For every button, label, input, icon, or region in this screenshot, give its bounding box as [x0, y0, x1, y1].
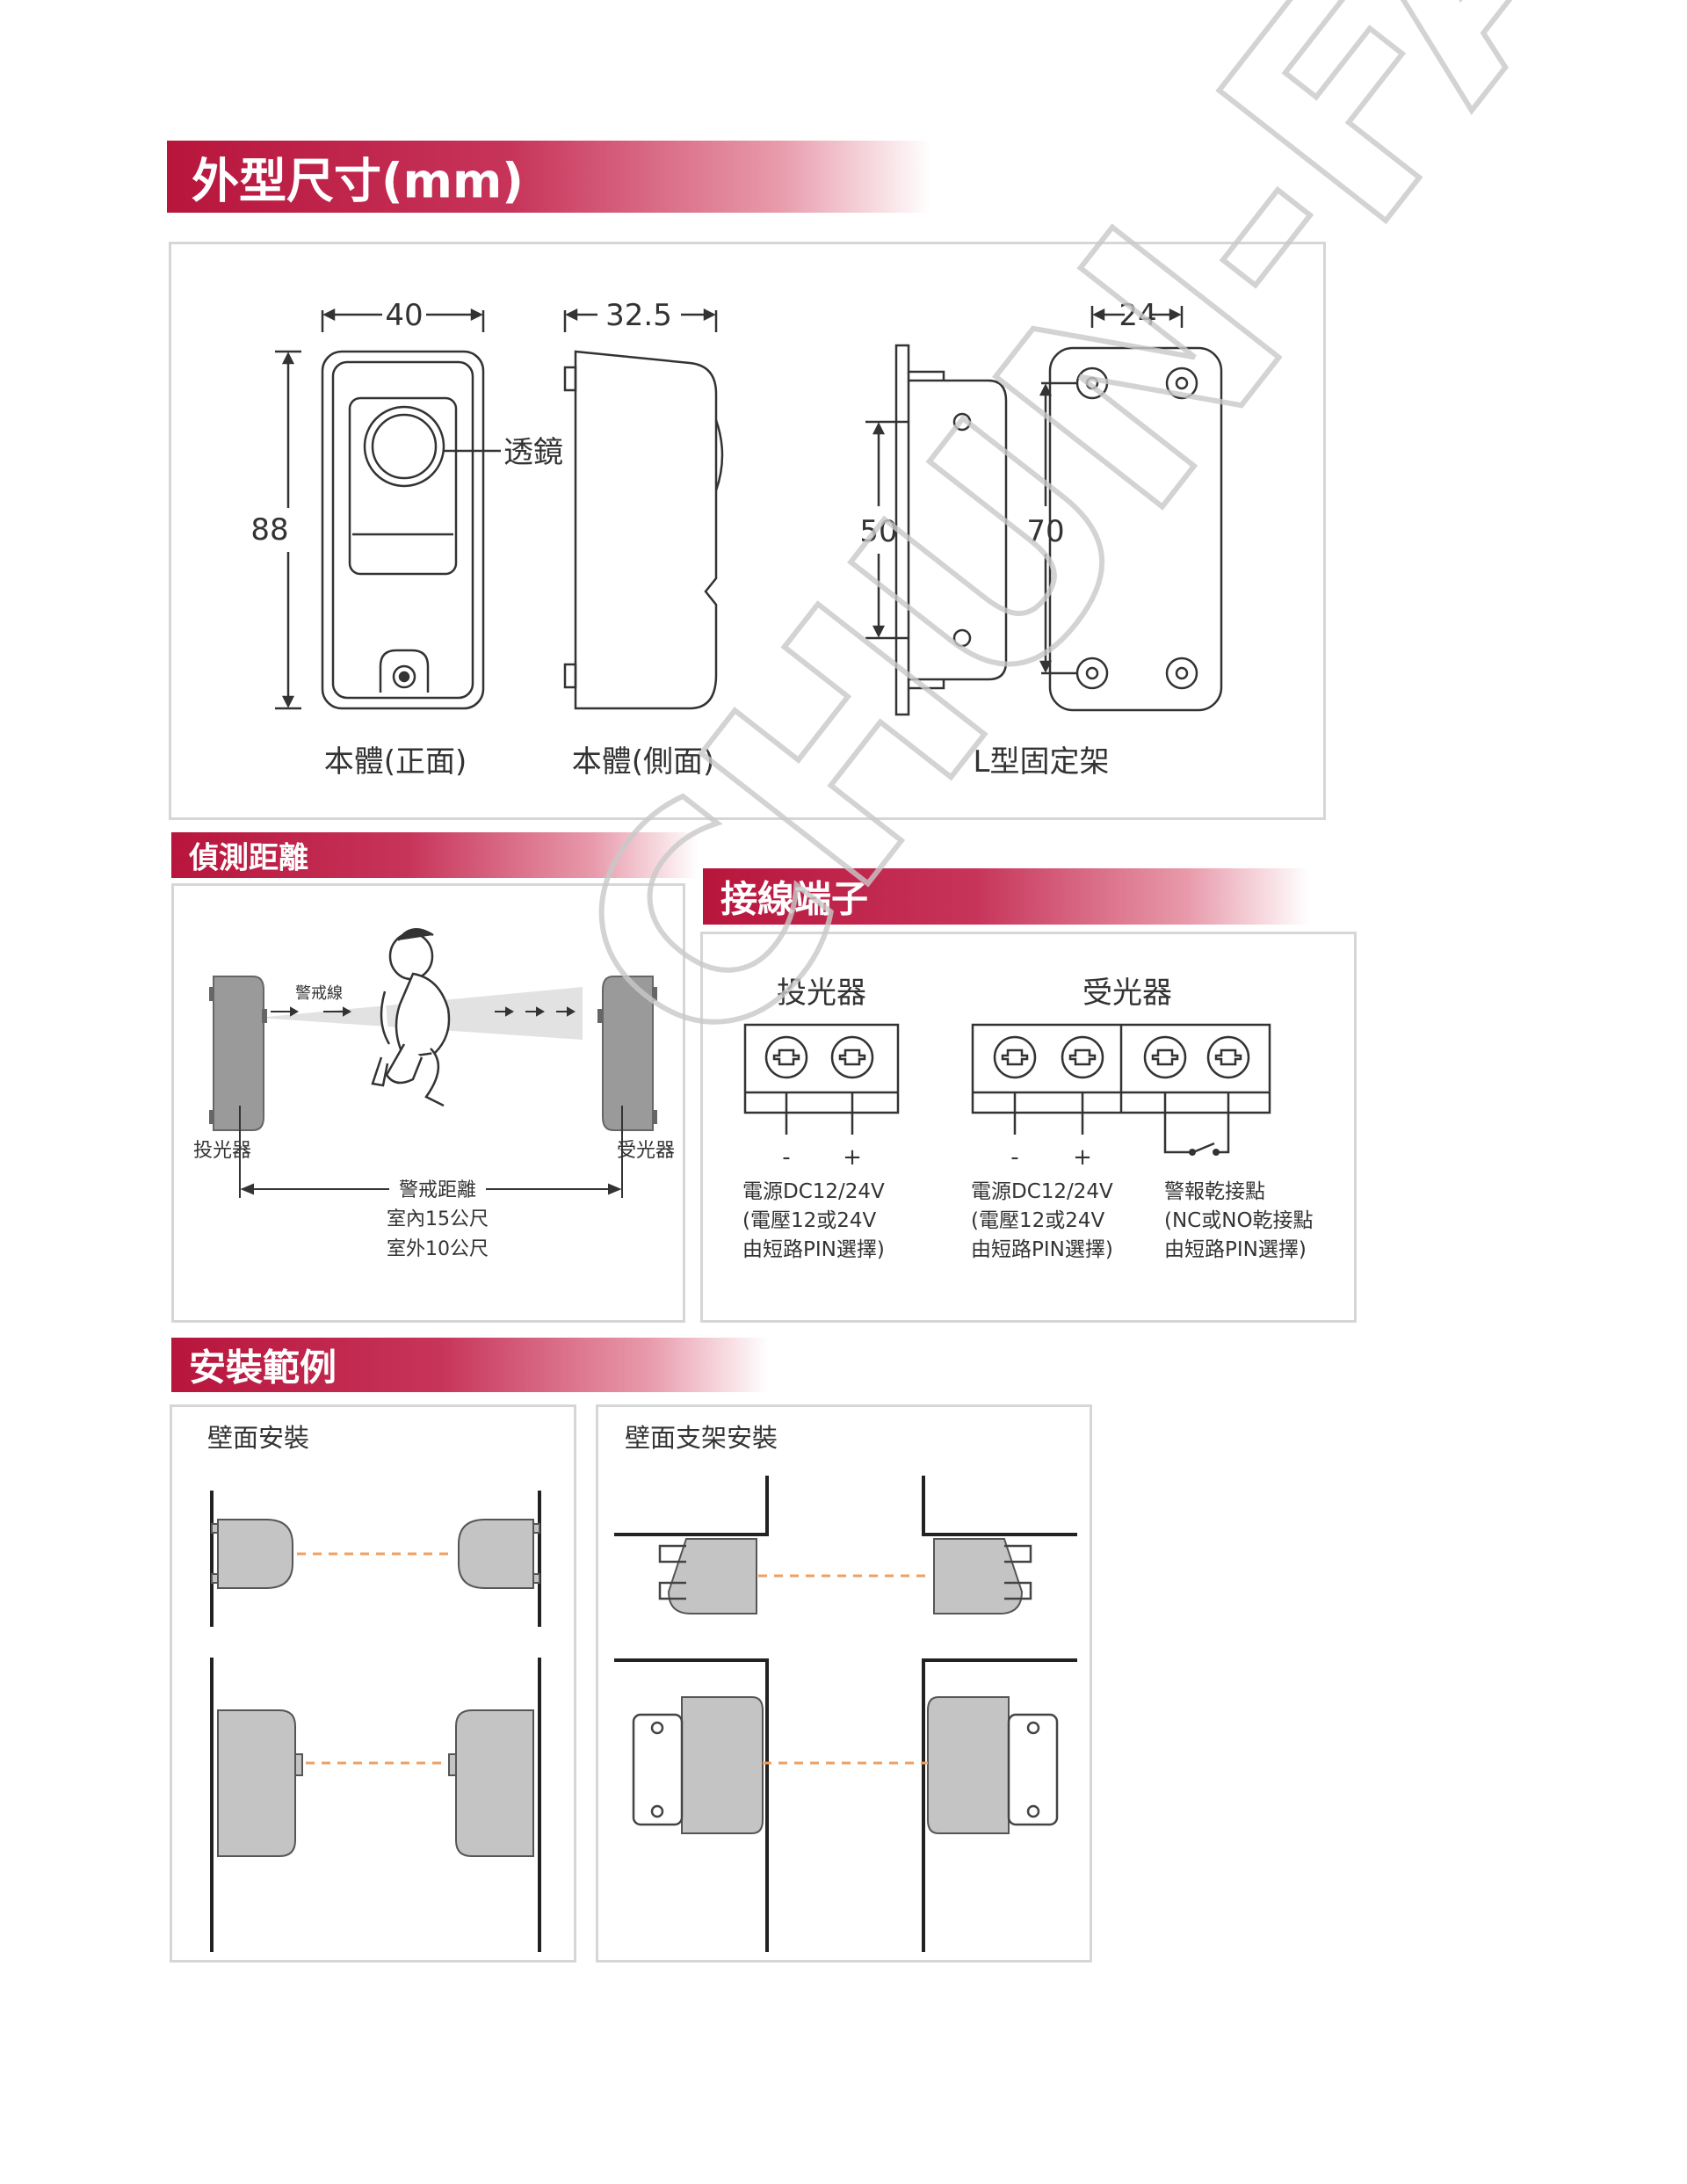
- receiver-power-1: 電源DC12/24V: [971, 1180, 1113, 1203]
- install-section-banner: 安裝範例: [171, 1338, 769, 1392]
- front-width-label: 40: [385, 298, 423, 333]
- terminals-panel: 投光器 受光器: [700, 932, 1357, 1323]
- dimensions-section-banner: 外型尺寸(mm): [167, 141, 931, 213]
- detection-section-title: 偵測距離: [189, 840, 308, 876]
- bracket-front-view: [1039, 306, 1223, 712]
- lens-label: 透鏡: [503, 435, 563, 470]
- wall-install-drawing: 壁面安裝: [207, 1423, 541, 1952]
- side-caption: 本體(側面): [572, 744, 715, 780]
- bracket-top-receiver: [933, 1538, 1024, 1614]
- receiver-terminal-title: 受光器: [1082, 976, 1172, 1011]
- indoor-distance: 室內15公尺: [387, 1208, 489, 1230]
- screw-terminal-3: [993, 1035, 1037, 1079]
- wall-top-receiver: [458, 1519, 534, 1589]
- detection-transmitter-label: 投光器: [193, 1140, 251, 1162]
- side-depth-label: 32.5: [605, 298, 672, 333]
- outdoor-distance: 室外10公尺: [387, 1238, 489, 1260]
- detection-receiver-label: 受光器: [617, 1140, 675, 1162]
- receiver-minus: -: [1010, 1144, 1018, 1171]
- bracket-install-title: 壁面支架安裝: [625, 1423, 778, 1453]
- screw-terminal-5: [1143, 1035, 1187, 1079]
- screw-terminal-1: [764, 1035, 808, 1079]
- bracket-install-panel: 壁面支架安裝: [596, 1404, 1092, 1963]
- beam-label: 警戒線: [295, 984, 343, 1003]
- screw-terminal-4: [1061, 1035, 1104, 1079]
- bracket-install-drawing: 壁面支架安裝: [614, 1423, 1077, 1952]
- alarm-contact-1: 警報乾接點: [1164, 1180, 1265, 1203]
- front-view: [275, 308, 501, 710]
- bracket-inner-label: 50: [859, 514, 897, 549]
- terminals-section-banner: 接線端子: [703, 868, 1309, 925]
- detection-section-banner: 偵測距離: [171, 832, 699, 878]
- dimensions-panel: 40 88 透鏡 32.5 50 70 24 本體(正面) 本體(側面) L型固…: [169, 242, 1326, 820]
- wall-bottom-transmitter: [217, 1709, 296, 1857]
- receiver-power-2: (電壓12或24V: [971, 1209, 1105, 1232]
- alarm-contact-3: 由短路PIN選擇): [1164, 1238, 1307, 1261]
- terminals-section-title: 接線端子: [720, 877, 869, 921]
- dimensions-drawing: 40 88 透鏡 32.5 50 70 24 本體(正面) 本體(側面) L型固…: [250, 298, 1223, 780]
- detection-panel: 警戒線 投光器 受光器 警戒距離 室內15公尺 室外10公尺: [171, 883, 685, 1323]
- transmitter-terminal-title: 投光器: [777, 976, 866, 1011]
- wall-bottom-receiver: [455, 1709, 534, 1857]
- side-view: [563, 308, 724, 710]
- terminals-drawing: 投光器 受光器: [742, 976, 1314, 1261]
- front-caption: 本體(正面): [324, 744, 467, 780]
- wall-top-transmitter: [217, 1519, 293, 1589]
- bracket-bottom-receiver: [927, 1696, 1010, 1834]
- distance-label: 警戒距離: [399, 1179, 476, 1201]
- bracket-bottom-transmitter: [681, 1696, 764, 1834]
- bracket-outer-label: 70: [1026, 514, 1064, 549]
- receiver-device: [597, 976, 657, 1131]
- transmitter-power-1: 電源DC12/24V: [742, 1180, 885, 1203]
- bracket-top-transmitter: [667, 1538, 757, 1614]
- intruder-figure: [371, 928, 451, 1107]
- wall-install-title: 壁面安裝: [207, 1423, 309, 1453]
- front-height-label: 88: [250, 512, 288, 548]
- alarm-contact-2: (NC或NO乾接點: [1164, 1209, 1314, 1232]
- screw-terminal-2: [830, 1035, 874, 1079]
- receiver-plus: +: [1073, 1144, 1092, 1171]
- dimensions-section-title: 外型尺寸(mm): [192, 153, 524, 209]
- bracket-width-label: 24: [1119, 298, 1156, 333]
- transmitter-minus: -: [782, 1144, 790, 1171]
- detection-drawing: 警戒線 投光器 受光器 警戒距離 室內15公尺 室外10公尺: [193, 928, 675, 1260]
- bracket-caption: L型固定架: [974, 744, 1110, 780]
- receiver-power-3: 由短路PIN選擇): [971, 1238, 1113, 1261]
- transmitter-plus: +: [843, 1144, 862, 1171]
- bracket-side-view: [865, 344, 1008, 716]
- install-section-title: 安裝範例: [189, 1346, 337, 1389]
- screw-terminal-6: [1206, 1035, 1250, 1079]
- transmitter-terminal-block: [743, 1023, 900, 1114]
- transmitter-power-2: (電壓12或24V: [742, 1209, 877, 1232]
- wall-install-panel: 壁面安裝: [170, 1404, 576, 1963]
- transmitter-power-3: 由短路PIN選擇): [742, 1238, 885, 1261]
- transmitter-device: [209, 976, 267, 1131]
